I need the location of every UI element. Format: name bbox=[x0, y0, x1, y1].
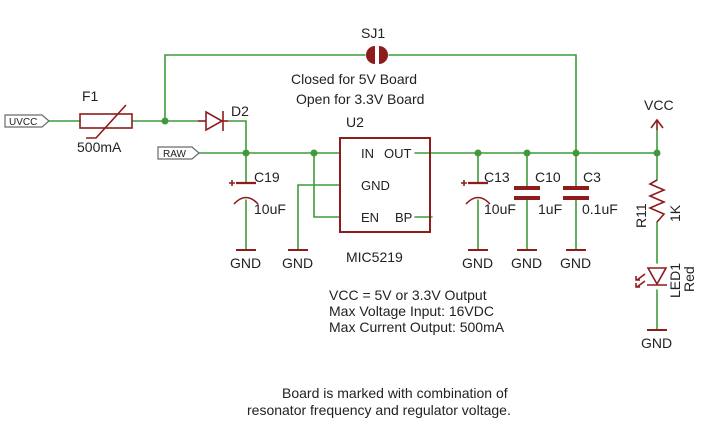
spec-line-3: Max Current Output: 500mA bbox=[329, 319, 505, 335]
junction-dot bbox=[242, 149, 250, 157]
spec-line-1: VCC = 5V or 3.3V Output bbox=[329, 287, 487, 303]
sj1-ref: SJ1 bbox=[361, 25, 385, 41]
wire-sj1-right bbox=[388, 54, 577, 154]
footer-line-2: resonator frequency and regulator voltag… bbox=[247, 402, 511, 418]
u2-pin-bp: BP bbox=[395, 210, 412, 225]
gnd-symbols: GND GND GND GND GND GND bbox=[230, 249, 672, 351]
gnd-symbol: GND bbox=[462, 249, 493, 271]
gnd-label: GND bbox=[560, 255, 591, 271]
footer-line-1: Board is marked with combination of bbox=[282, 385, 508, 401]
wire-sj1-left bbox=[164, 54, 366, 122]
f1-ref: F1 bbox=[82, 88, 99, 104]
f1-fuse: F1 500mA bbox=[77, 88, 133, 155]
vcc-label: VCC bbox=[644, 97, 674, 113]
spec-notes: VCC = 5V or 3.3V Output Max Voltage Inpu… bbox=[329, 287, 505, 335]
wire-u2-gnd bbox=[297, 184, 341, 251]
led1-ref: LED1 bbox=[667, 263, 683, 298]
u2-pin-en: EN bbox=[361, 210, 379, 225]
wire-u2-en bbox=[313, 152, 341, 218]
sj1-note-2: Open for 3.3V Board bbox=[296, 91, 424, 107]
u2-ref: U2 bbox=[346, 114, 364, 130]
c19-value: 10uF bbox=[254, 201, 286, 217]
c3-ref: C3 bbox=[583, 169, 601, 185]
c13-value: 10uF bbox=[484, 201, 516, 217]
gnd-label: GND bbox=[230, 255, 261, 271]
u2-regulator: U2 IN OUT GND EN BP MIC5219 bbox=[339, 114, 431, 265]
c3-value: 0.1uF bbox=[582, 201, 618, 217]
c10-capacitor: C10 1uF bbox=[514, 169, 562, 217]
gnd-label: GND bbox=[282, 255, 313, 271]
r11-value: 1K bbox=[667, 204, 683, 222]
junction-dot bbox=[310, 149, 318, 157]
junction-dot bbox=[474, 149, 482, 157]
uvcc-port-label: UVCC bbox=[9, 117, 37, 128]
c13-capacitor: C13 10uF bbox=[461, 169, 516, 217]
c13-ref: C13 bbox=[484, 169, 510, 185]
gnd-symbol: GND bbox=[560, 249, 591, 271]
junctions bbox=[161, 117, 661, 157]
gnd-symbol: GND bbox=[511, 249, 542, 271]
c19-ref: C19 bbox=[254, 169, 280, 185]
gnd-label: GND bbox=[641, 335, 672, 351]
wire-d2-raw bbox=[227, 120, 247, 154]
led1: LED1 Red bbox=[635, 263, 697, 298]
uvcc-port: UVCC bbox=[4, 114, 50, 128]
c10-ref: C10 bbox=[535, 169, 561, 185]
u2-pin-in: IN bbox=[361, 146, 374, 161]
junction-dot bbox=[523, 149, 531, 157]
c10-value: 1uF bbox=[538, 201, 562, 217]
c19-capacitor: C19 10uF bbox=[229, 169, 286, 217]
spec-line-2: Max Voltage Input: 16VDC bbox=[329, 303, 494, 319]
gnd-symbol: GND bbox=[641, 329, 672, 351]
gnd-label: GND bbox=[511, 255, 542, 271]
led1-color: Red bbox=[681, 266, 697, 292]
gnd-symbol: GND bbox=[282, 249, 313, 271]
junction-dot bbox=[161, 117, 169, 125]
gnd-label: GND bbox=[462, 255, 493, 271]
f1-value: 500mA bbox=[77, 139, 122, 155]
u2-part: MIC5219 bbox=[346, 249, 403, 265]
sj1-note-1: Closed for 5V Board bbox=[291, 71, 417, 87]
c3-capacitor: C3 0.1uF bbox=[563, 169, 618, 217]
wires bbox=[48, 54, 658, 331]
gnd-symbol: GND bbox=[230, 249, 261, 271]
sj1-jumper: SJ1 Closed for 5V Board Open for 3.3V Bo… bbox=[291, 25, 424, 107]
vcc-supply: VCC bbox=[644, 97, 674, 130]
r11-resistor: R11 1K bbox=[633, 179, 683, 228]
u2-pin-out: OUT bbox=[384, 146, 412, 161]
junction-dot bbox=[653, 149, 661, 157]
raw-port-label: RAW bbox=[163, 149, 187, 160]
junction-dot bbox=[572, 149, 580, 157]
d2-diode: D2 bbox=[198, 103, 249, 132]
raw-port: RAW bbox=[157, 146, 200, 160]
footer-notes: Board is marked with combination of reso… bbox=[247, 385, 511, 418]
d2-ref: D2 bbox=[231, 103, 249, 119]
u2-pin-gnd: GND bbox=[361, 178, 390, 193]
r11-ref: R11 bbox=[633, 203, 649, 228]
